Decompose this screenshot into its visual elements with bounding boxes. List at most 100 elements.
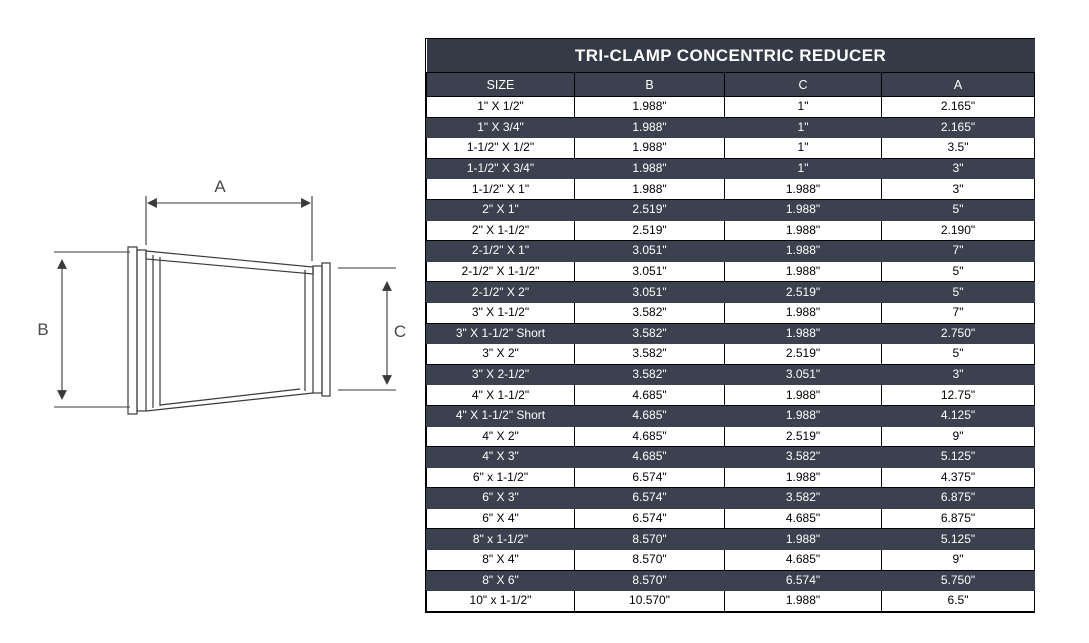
dimension-cell: 8.570" <box>574 569 725 592</box>
dimension-cell: 1.988" <box>724 322 882 345</box>
table-row: 2-1/2" X 1-1/2"3.051"1.988"5" <box>426 260 1036 283</box>
reducer-diagram: A B C <box>37 177 406 415</box>
table-row: 6" X 4"6.574"4.685"6.875" <box>426 507 1036 530</box>
dimension-cell: 6.5" <box>880 590 1036 612</box>
table-title-row: TRI-CLAMP CONCENTRIC REDUCER <box>426 39 1035 73</box>
table-row: 2" X 1-1/2"2.519"1.988"2.190" <box>426 219 1036 242</box>
dimension-cell: 8.570" <box>574 528 725 551</box>
dim-label-a: A <box>214 177 226 196</box>
dimension-cell: 2.519" <box>724 343 882 365</box>
size-cell: 1" X 3/4" <box>426 116 575 139</box>
size-cell: 6" X 4" <box>426 507 575 530</box>
table-row: 4" X 1-1/2"4.685"1.988"12.75" <box>426 384 1036 406</box>
dimension-cell: 6.574" <box>724 569 882 592</box>
size-cell: 1" X 1/2" <box>426 96 575 118</box>
dimension-cell: 1.988" <box>724 301 882 324</box>
dimension-cell: 5.750" <box>880 569 1036 592</box>
dimension-cell: 6.574" <box>574 466 725 489</box>
table-row: 1-1/2" X 1"1.988"1.988"3" <box>426 178 1036 200</box>
dimension-cell: 1" <box>724 157 882 180</box>
column-header: A <box>880 72 1036 97</box>
dimension-cell: 2.519" <box>574 219 725 242</box>
table-row: 2" X 1"2.519"1.988"5" <box>426 198 1036 221</box>
size-cell: 2" X 1-1/2" <box>426 219 575 242</box>
column-header: B <box>574 72 725 97</box>
table-row: 2-1/2" X 2"3.051"2.519"5" <box>426 281 1036 303</box>
dimension-cell: 9" <box>880 425 1036 448</box>
dimension-cell: 8.570" <box>574 549 725 571</box>
dimension-cell: 6.875" <box>880 507 1036 530</box>
dimension-cell: 5.125" <box>880 446 1036 468</box>
dimension-cell: 3" <box>880 363 1036 386</box>
dimension-cell: 1.988" <box>724 466 882 489</box>
dimension-cell: 3.051" <box>724 363 882 386</box>
table-row: 8" X 6"8.570"6.574"5.750" <box>426 569 1036 592</box>
table-row: 2-1/2" X 1"3.051"1.988"7" <box>426 240 1036 262</box>
dimension-cell: 3.582" <box>574 322 725 345</box>
dim-label-b: B <box>37 320 48 339</box>
size-cell: 6" X 3" <box>426 487 575 509</box>
dimension-cell: 1.988" <box>724 528 882 551</box>
size-cell: 2-1/2" X 1" <box>426 240 575 262</box>
dimension-cell: 4.685" <box>574 446 725 468</box>
table-row: 4" X 2"4.685"2.519"9" <box>426 425 1036 448</box>
dimension-cell: 3.582" <box>724 446 882 468</box>
dimension-cell: 2.190" <box>880 219 1036 242</box>
dimension-cell: 3.582" <box>574 301 725 324</box>
dimension-cell: 2.750" <box>880 322 1036 345</box>
size-cell: 8" x 1-1/2" <box>426 528 575 551</box>
column-header: SIZE <box>426 72 575 97</box>
table-row: 3" X 2"3.582"2.519"5" <box>426 343 1036 365</box>
dimension-cell: 10.570" <box>574 590 725 612</box>
size-cell: 1-1/2" X 1" <box>426 178 575 200</box>
dimension-cell: 5" <box>880 260 1036 283</box>
table-row: 6" X 3"6.574"3.582"6.875" <box>426 487 1036 509</box>
dimension-cell: 4.125" <box>880 404 1036 427</box>
dimension-cell: 7" <box>880 240 1036 262</box>
size-cell: 2-1/2" X 2" <box>426 281 575 303</box>
dimension-cell: 3.051" <box>574 260 725 283</box>
dimension-cell: 1.988" <box>574 137 725 159</box>
dimension-cell: 4.685" <box>574 404 725 427</box>
size-cell: 4" X 3" <box>426 446 575 468</box>
dimension-cell: 1.988" <box>724 240 882 262</box>
dimension-cell: 1.988" <box>724 219 882 242</box>
column-header: C <box>724 72 882 97</box>
dimension-cell: 12.75" <box>880 384 1036 406</box>
dimension-cell: 5.125" <box>880 528 1036 551</box>
dimension-cell: 6.574" <box>574 507 725 530</box>
dimension-cell: 3.582" <box>724 487 882 509</box>
dimension-cell: 3" <box>880 157 1036 180</box>
dimension-cell: 1" <box>724 116 882 139</box>
dimension-cell: 7" <box>880 301 1036 324</box>
dimension-cell: 4.685" <box>574 425 725 448</box>
dim-label-c: C <box>394 322 406 341</box>
dimension-cell: 1.988" <box>574 178 725 200</box>
dimension-cell: 5" <box>880 343 1036 365</box>
dimension-cell: 1.988" <box>724 260 882 283</box>
dimension-cell: 3.051" <box>574 281 725 303</box>
dimension-cell: 1" <box>724 96 882 118</box>
dimension-cell: 1" <box>724 137 882 159</box>
dimension-cell: 2.165" <box>880 116 1036 139</box>
dimension-cell: 3.582" <box>574 343 725 365</box>
table-row: 1" X 3/4"1.988"1"2.165" <box>426 116 1036 139</box>
dimension-cell: 5" <box>880 281 1036 303</box>
size-cell: 1-1/2" X 1/2" <box>426 137 575 159</box>
dimension-cell: 2.165" <box>880 96 1036 118</box>
table-row: 8" X 4"8.570"4.685"9" <box>426 549 1036 571</box>
size-cell: 10" x 1-1/2" <box>426 590 575 612</box>
dimension-cell: 1.988" <box>574 116 725 139</box>
size-cell: 4" X 2" <box>426 425 575 448</box>
size-cell: 6" x 1-1/2" <box>426 466 575 489</box>
dimension-cell: 2.519" <box>574 198 725 221</box>
dimension-cell: 3" <box>880 178 1036 200</box>
size-cell: 3" X 2" <box>426 343 575 365</box>
size-cell: 8" X 4" <box>426 549 575 571</box>
dimension-cell: 1.988" <box>574 157 725 180</box>
table-row: 4" X 3"4.685"3.582"5.125" <box>426 446 1036 468</box>
dimension-cell: 1.988" <box>574 96 725 118</box>
